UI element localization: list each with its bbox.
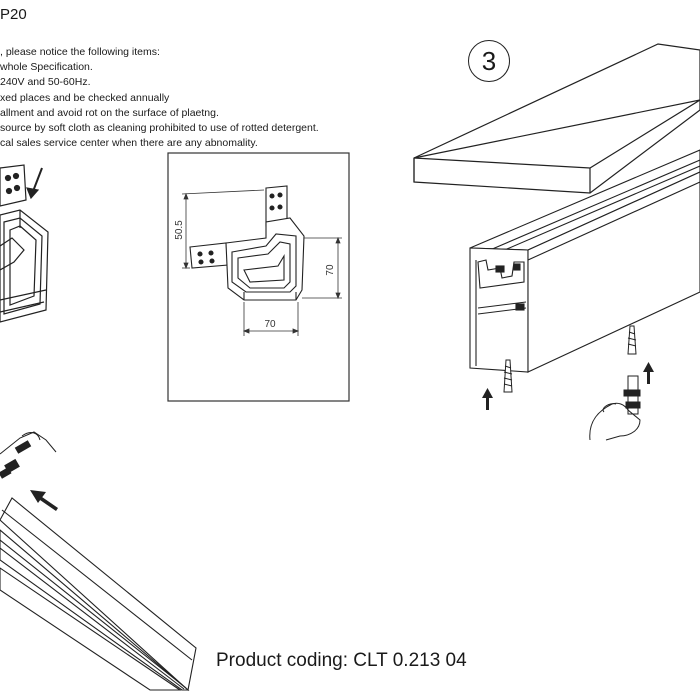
page-title: P20 (0, 6, 27, 23)
notice-list: , please notice the following items: who… (0, 45, 319, 151)
notice-line-6: source by soft cloth as cleaning prohibi… (0, 121, 319, 134)
figure-frame (167, 152, 350, 402)
arrow-insert-icon (30, 490, 58, 511)
notice-line-2: whole Specification. (0, 61, 93, 74)
dim-side-label: 70 (325, 264, 336, 276)
screw-left-icon (503, 359, 513, 393)
track-profile-drawing (469, 149, 700, 373)
connector-partial-drawing (0, 164, 49, 323)
notice-line-3: 240V and 50-60Hz. (0, 76, 91, 89)
step-number-badge: 3 (468, 40, 510, 82)
screw-right-icon (627, 325, 637, 355)
product-coding: Product coding: CLT 0.213 04 (216, 650, 467, 671)
track-install-bottom-drawing (0, 497, 197, 692)
dim-bottom-label: 70 (264, 319, 276, 330)
notice-line-4: xed places and be checked annually (0, 91, 170, 104)
notice-line-5: allment and avoid rot on the surface of … (0, 106, 219, 119)
dim-height-label: 50.5 (174, 220, 185, 240)
arrow-up-left-icon (482, 388, 493, 410)
notice-line-1: , please notice the following items: (0, 46, 160, 58)
notice-line-7: cal sales service center when there are … (0, 137, 258, 150)
arrow-up-right-icon (643, 362, 654, 384)
hand-screwdriver-drawing (589, 375, 641, 441)
ceiling-panel-drawing (413, 43, 700, 194)
corner-connector-figure: 50.5 70 70 (167, 152, 350, 402)
hand-screwdriver-left-drawing (0, 431, 57, 479)
